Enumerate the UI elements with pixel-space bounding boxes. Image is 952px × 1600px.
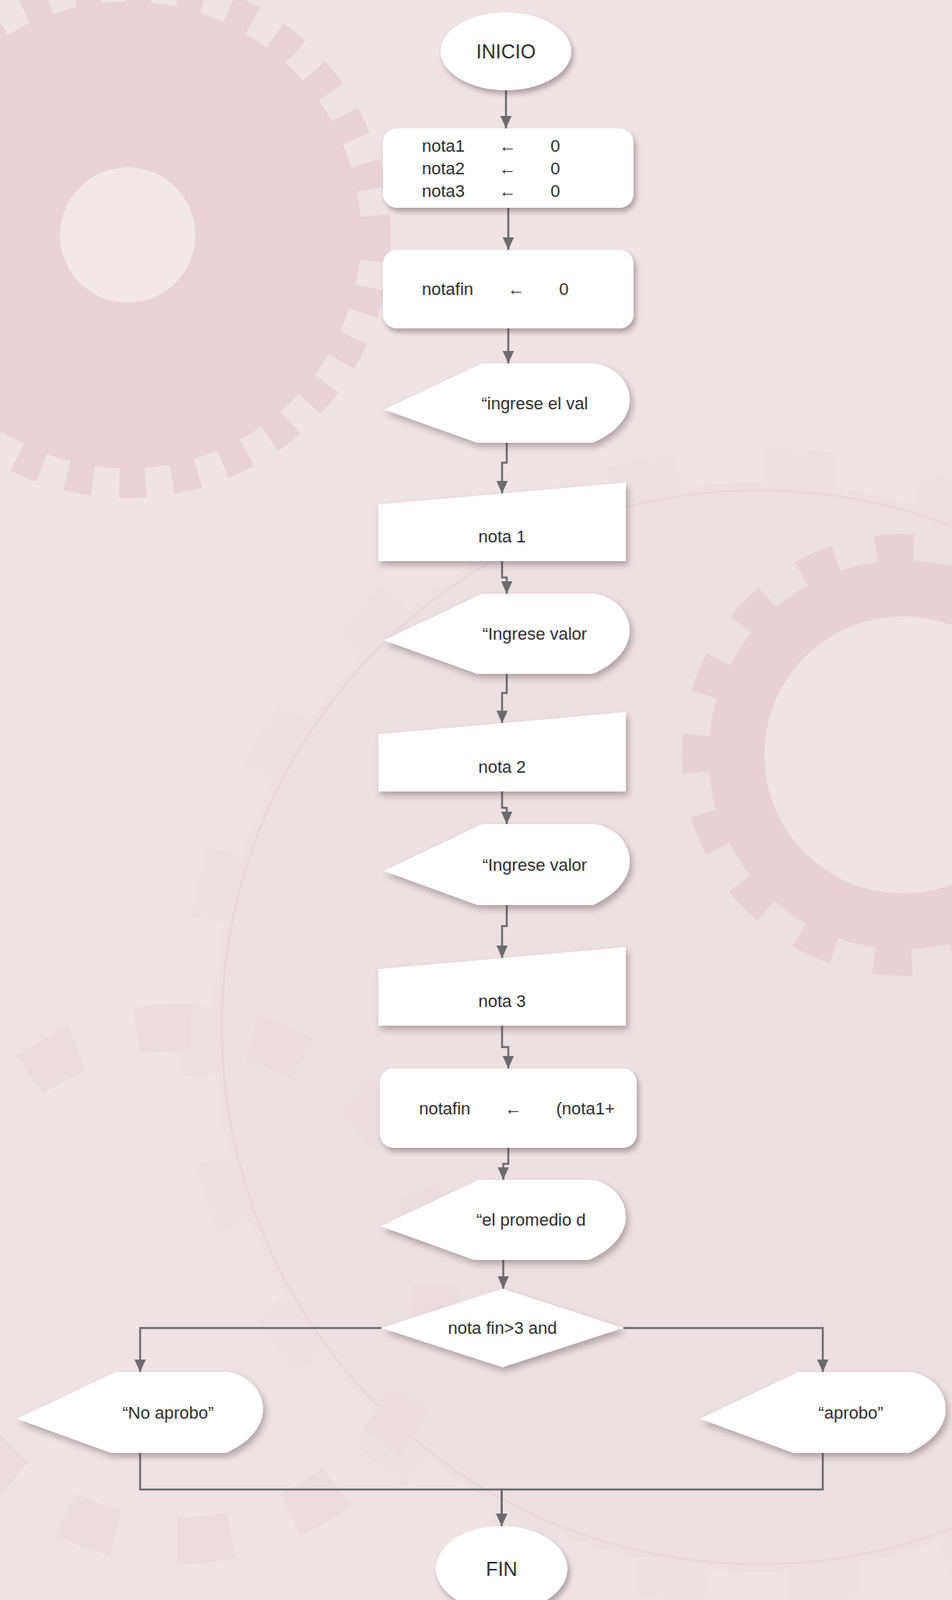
end-terminal: FIN: [435, 1526, 568, 1600]
shape-path: [699, 1372, 946, 1454]
node-label: “Ingrese valor: [482, 622, 588, 646]
shape-path: [378, 482, 626, 562]
display-shape: “No aprobo”: [17, 1372, 264, 1454]
flow-arrow: [502, 791, 507, 825]
shape-path: [383, 824, 630, 906]
node-label: “No aprobo”: [122, 1401, 214, 1425]
node-label: nota 1: [477, 525, 526, 549]
input-shape-outline: [378, 947, 626, 1026]
text-area: nota 3: [378, 947, 626, 1026]
text-area: nota 1: [378, 482, 626, 562]
node-label: INICIO: [476, 40, 536, 64]
node-label: “Ingrese valor: [482, 853, 588, 877]
node-label: nota 2: [477, 755, 526, 779]
flow-arrow: [502, 1025, 509, 1069]
flow-arrow: [140, 1453, 503, 1527]
shape-path: [383, 593, 630, 675]
text-area: “Ingrese valor: [383, 593, 630, 675]
process-box: nota1 ← 0nota2 ← 0nota3 ← 0: [382, 128, 634, 208]
shape-path: [378, 712, 626, 792]
node-label: nota1 ← 0: [421, 134, 561, 158]
text-area: nota1 ← 0nota2 ← 0nota3 ← 0: [382, 128, 634, 208]
flow-arrow: [502, 905, 507, 959]
flow-arrow: [503, 1148, 510, 1181]
process-box: notafin ← 0: [382, 249, 634, 329]
node-label: nota fin>3 and: [447, 1317, 557, 1340]
flow-arrow: [502, 442, 507, 494]
text-area: FIN: [435, 1526, 568, 1600]
input-shape-outline: [378, 712, 626, 792]
node-label: “el promedio d: [476, 1208, 587, 1232]
shape-path: [380, 1180, 626, 1261]
text-area: nota 2: [378, 712, 626, 792]
display-shape: “el promedio d: [380, 1180, 626, 1261]
shape-path: [383, 363, 630, 443]
node-label: nota3 ← 0: [421, 179, 561, 203]
input-shape: nota 1: [378, 482, 626, 562]
decision-diamond: nota fin>3 and: [381, 1289, 624, 1368]
display-shape: “Ingrese valor: [383, 593, 630, 675]
flow-arrow: [502, 1260, 505, 1290]
flow-arrow: [507, 328, 510, 364]
node-label: “ingrese el val: [481, 392, 588, 415]
process-box: notafin ← (nota1+: [379, 1068, 637, 1149]
text-area: “aprobo”: [699, 1372, 946, 1454]
input-shape-outline: [378, 482, 626, 562]
input-shape: nota 3: [378, 947, 626, 1026]
text-area: notafin ← 0: [382, 249, 634, 329]
gear-right: [699, 551, 952, 960]
flow-arrow: [502, 674, 507, 724]
node-label: notafin ← 0: [421, 277, 570, 301]
flow-arrow: [140, 1328, 382, 1374]
shape-path: [17, 1372, 264, 1454]
gear-top-left: [0, 0, 376, 483]
text-area: “No aprobo”: [17, 1372, 264, 1454]
text-area: “ingrese el val: [383, 363, 630, 443]
node-label: nota2 ← 0: [421, 157, 561, 180]
flow-arrow: [505, 90, 508, 129]
shape-path: [378, 947, 626, 1026]
start-terminal: INICIO: [440, 12, 572, 91]
flow-arrow: [502, 1453, 824, 1527]
node-label: notafin ← (nota1+: [418, 1097, 615, 1121]
text-area: “Ingrese valor: [383, 824, 630, 906]
text-area: “el promedio d: [380, 1180, 626, 1261]
shape-path: [381, 1289, 624, 1368]
node-label: FIN: [485, 1558, 517, 1581]
gear-large-center: [198, 467, 952, 1588]
display-shape: “ingrese el val: [383, 363, 630, 443]
display-shape: “aprobo”: [699, 1372, 946, 1454]
text-area: nota fin>3 and: [381, 1289, 624, 1368]
text-area: notafin ← (nota1+: [379, 1068, 637, 1149]
input-shape: nota 2: [378, 712, 626, 792]
gear-bottom-left: [0, 1027, 436, 1542]
node-label: nota 3: [477, 990, 526, 1013]
flow-arrow: [507, 207, 510, 250]
text-area: INICIO: [440, 12, 572, 91]
flow-arrow: [623, 1328, 823, 1374]
display-shape: “Ingrese valor: [383, 824, 630, 906]
node-label: “aprobo”: [818, 1401, 883, 1425]
flow-arrow: [502, 561, 507, 594]
